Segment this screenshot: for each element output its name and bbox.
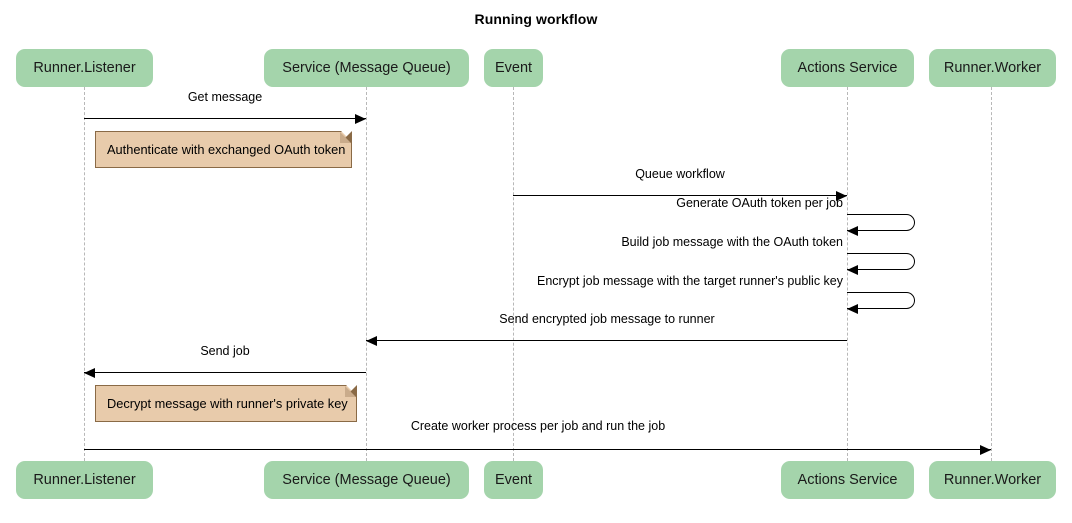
participant-label: Actions Service <box>797 60 898 76</box>
arrowhead-get-message <box>355 113 366 124</box>
message-label-send-job: Send job <box>200 344 250 358</box>
participant-header-event[interactable]: Event <box>484 49 543 87</box>
participant-footer-event[interactable]: Event <box>484 461 543 499</box>
message-label-queue-workflow: Queue workflow <box>635 167 725 181</box>
lifeline-event <box>513 87 514 461</box>
message-label-send-encrypted-job-message: Send encrypted job message to runner <box>499 312 715 326</box>
note-text: Authenticate with exchanged OAuth token <box>107 142 346 157</box>
message-line-send-encrypted-job-message <box>366 340 847 341</box>
lifeline-service-mq <box>366 87 367 461</box>
message-label-encrypt-job-message: Encrypt job message with the target runn… <box>536 274 843 288</box>
participant-header-service-mq[interactable]: Service (Message Queue) <box>264 49 469 87</box>
message-label-generate-oauth-token: Generate OAuth token per job <box>676 196 843 210</box>
note-text: Decrypt message with runner's private ke… <box>107 396 348 411</box>
arrowhead-send-job <box>84 367 95 378</box>
arrowhead-create-worker-process <box>980 444 991 455</box>
participant-footer-actions-service[interactable]: Actions Service <box>781 461 914 499</box>
participant-label: Actions Service <box>797 472 898 488</box>
participant-footer-runner-listener[interactable]: Runner.Listener <box>16 461 153 499</box>
message-line-create-worker-process <box>84 449 991 450</box>
arrowhead-build-job-message <box>847 265 858 275</box>
diagram-title: Running workflow <box>474 11 598 27</box>
message-label-build-job-message: Build job message with the OAuth token <box>621 235 843 249</box>
lifeline-runner-worker <box>991 87 992 461</box>
arrowhead-generate-oauth-token <box>847 226 858 236</box>
participant-label: Event <box>494 472 533 488</box>
message-label-create-worker-process: Create worker process per job and run th… <box>410 419 666 433</box>
message-line-queue-workflow <box>513 195 847 196</box>
participant-label: Service (Message Queue) <box>282 60 451 76</box>
participant-footer-runner-worker[interactable]: Runner.Worker <box>929 461 1056 499</box>
participant-header-runner-listener[interactable]: Runner.Listener <box>16 49 153 87</box>
message-line-send-job <box>84 372 366 373</box>
arrowhead-send-encrypted-job-message <box>366 335 377 346</box>
participant-label: Runner.Worker <box>943 60 1042 76</box>
note-decrypt-note: Decrypt message with runner's private ke… <box>95 385 357 422</box>
participant-header-runner-worker[interactable]: Runner.Worker <box>929 49 1056 87</box>
self-message-loop-build-job-message <box>847 253 915 270</box>
participant-label: Event <box>494 60 533 76</box>
participant-header-actions-service[interactable]: Actions Service <box>781 49 914 87</box>
lifeline-runner-listener <box>84 87 85 461</box>
arrowhead-queue-workflow <box>836 190 847 201</box>
participant-label: Runner.Listener <box>33 60 136 76</box>
participant-label: Runner.Worker <box>943 472 1042 488</box>
participant-label: Runner.Listener <box>33 472 136 488</box>
participant-footer-service-mq[interactable]: Service (Message Queue) <box>264 461 469 499</box>
message-line-get-message <box>84 118 366 119</box>
self-message-loop-encrypt-job-message <box>847 292 915 309</box>
note-authenticate-note: Authenticate with exchanged OAuth token <box>95 131 352 168</box>
arrowhead-encrypt-job-message <box>847 304 858 314</box>
self-message-loop-generate-oauth-token <box>847 214 915 231</box>
message-label-get-message: Get message <box>187 90 263 104</box>
participant-label: Service (Message Queue) <box>282 472 451 488</box>
